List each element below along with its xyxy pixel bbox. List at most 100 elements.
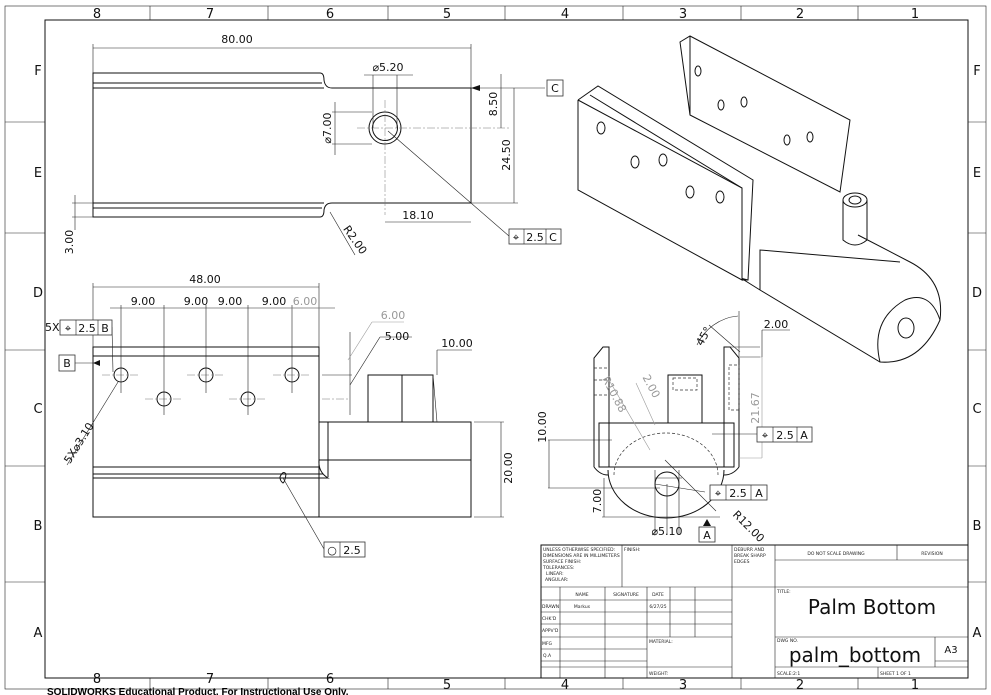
material-label: MATERIAL: — [649, 639, 673, 645]
column-7: 7 — [206, 7, 214, 22]
row-c: C — [33, 402, 42, 417]
column-5-bottom: 5 — [443, 678, 451, 693]
position-icon: ⌖ — [65, 322, 71, 335]
datum-a-label: A — [703, 529, 711, 542]
hole-callout: 5X⌀3.10 — [61, 420, 96, 466]
position-icon: ⌖ — [762, 429, 768, 442]
dim-3-00: 3.00 — [63, 230, 76, 255]
note-line-6: ANGULAR: — [545, 577, 568, 583]
row-f: F — [34, 64, 41, 79]
finish-label: FINISH: — [624, 547, 640, 553]
deburr-line-2: BREAK SHARP — [734, 553, 766, 559]
dim-r10-88: R10.88 — [599, 374, 629, 415]
column-2: 2 — [796, 7, 804, 22]
dim-pitch-1: 9.00 — [131, 295, 156, 308]
role-approved: APPV'D — [542, 628, 559, 634]
tolerance-datum: A — [800, 429, 808, 442]
isometric-view — [577, 35, 942, 363]
side-view: 45° 2.00 21.67 R10.88 2.00 10.00 7.00 ⌀5… — [536, 311, 813, 545]
column-5: 5 — [443, 7, 451, 22]
note-line-5: LINEAR: — [546, 571, 564, 577]
column-8: 8 — [93, 7, 101, 22]
column-6: 6 — [326, 7, 334, 22]
dim-pitch-4: 9.00 — [262, 295, 287, 308]
dim-pitch-3: 9.00 — [218, 295, 243, 308]
weight-label: WEIGHT: — [649, 671, 668, 677]
row-e-right: E — [973, 166, 981, 181]
dim-hole-dia-5-20: ⌀5.20 — [372, 61, 403, 74]
front-view: 48.00 9.00 9.00 9.00 9.00 6.00 5X⌀3.10 5… — [45, 273, 515, 558]
deburr-line-3: EDGES — [734, 559, 750, 565]
tolerance-value: 2.5 — [729, 487, 747, 500]
drawn-date: 6/27/25 — [649, 604, 666, 610]
column-7-bottom: 7 — [206, 672, 214, 687]
datum-c-label: C — [551, 82, 559, 95]
circularity-icon: ○ — [327, 544, 337, 557]
role-qa: Q.A — [543, 653, 552, 659]
dim-r12-00: R12.00 — [730, 508, 767, 545]
row-b: B — [34, 519, 43, 534]
column-3-bottom: 3 — [679, 678, 687, 693]
tolerance-value: 2.5 — [776, 429, 794, 442]
role-drawn: DRAWN — [542, 604, 559, 610]
note-line-2: DIMENSIONS ARE IN MILLIMETERS — [543, 553, 620, 559]
column-4-bottom: 4 — [561, 678, 569, 693]
sheet-number: SHEET 1 OF 1 — [880, 671, 911, 677]
dwg-no-label: DWG NO. — [777, 638, 798, 644]
title-block: UNLESS OTHERWISE SPECIFIED: DIMENSIONS A… — [540, 544, 969, 679]
row-d-right: D — [972, 286, 982, 301]
position-tolerance-frame-c: ⌖ 2.5 C — [508, 228, 562, 245]
dim-21-67: 21.67 — [749, 392, 762, 424]
circularity-frame: ○ 2.5 — [323, 541, 366, 558]
note-line-1: UNLESS OTHERWISE SPECIFIED: — [543, 547, 615, 553]
dim-r2-00: R2.00 — [340, 223, 369, 257]
dim-18-10: 18.10 — [402, 209, 434, 222]
dim-6-00-grey: 6.00 — [293, 295, 318, 308]
position-tolerance-frame-a-2: ⌖ 2.5 A — [709, 484, 768, 501]
column-6-bottom: 6 — [326, 672, 334, 687]
dim-7-00: 7.00 — [591, 489, 604, 514]
row-d: D — [33, 286, 43, 301]
row-a-right: A — [973, 626, 982, 641]
dim-10-00-side: 10.00 — [536, 411, 549, 443]
scale-label: SCALE:2:1 — [777, 671, 800, 677]
tolerance-value: 2.5 — [78, 322, 96, 335]
dim-8-50: 8.50 — [487, 92, 500, 117]
role-mfg: MFG — [542, 641, 552, 647]
dim-6-00-upper: 6.00 — [381, 309, 406, 322]
role-checked: CHK'D — [542, 616, 557, 622]
row-b-right: B — [973, 519, 982, 534]
datum-a: A — [698, 519, 716, 543]
dim-boss-dia-7-00: ⌀7.00 — [321, 112, 334, 143]
column-2-bottom: 2 — [796, 678, 804, 693]
position-icon: ⌖ — [513, 231, 519, 244]
row-e: E — [34, 166, 42, 181]
dim-20-00: 20.00 — [502, 452, 515, 484]
tolerance-value: 2.5 — [343, 544, 361, 557]
column-4: 4 — [561, 7, 569, 22]
pattern-qty: 5X — [45, 321, 60, 334]
row-c-right: C — [972, 402, 981, 417]
column-1: 1 — [911, 7, 919, 22]
tolerance-datum: B — [101, 322, 109, 335]
revision-label: REVISION — [921, 551, 942, 557]
column-3: 3 — [679, 7, 687, 22]
tolerance-datum: C — [549, 231, 557, 244]
note-line-3: SURFACE FINISH: — [543, 559, 581, 565]
title-label: TITLE: — [776, 589, 791, 595]
drawing-title: Palm Bottom — [808, 595, 936, 619]
position-icon: ⌖ — [715, 487, 721, 500]
dim-length-80: 80.00 — [221, 33, 253, 46]
drawn-name: Markus — [574, 604, 591, 610]
tolerance-value: 2.5 — [526, 231, 544, 244]
dim-2-00-grey: 2.00 — [640, 372, 663, 400]
do-not-scale: DO NOT SCALE DRAWING — [807, 551, 865, 557]
note-line-4: TOLERANCES: — [542, 565, 574, 571]
position-tolerance-frame-a-1: ⌖ 2.5 A — [756, 426, 813, 443]
dim-2-00: 2.00 — [764, 318, 789, 331]
top-view: 80.00 ⌀5.20 ⌀7.00 8.50 24.50 18.10 3.00 … — [63, 33, 564, 257]
sheet-size: A3 — [944, 645, 957, 656]
datum-c: C — [546, 79, 564, 97]
datum-b-label: B — [63, 357, 71, 370]
